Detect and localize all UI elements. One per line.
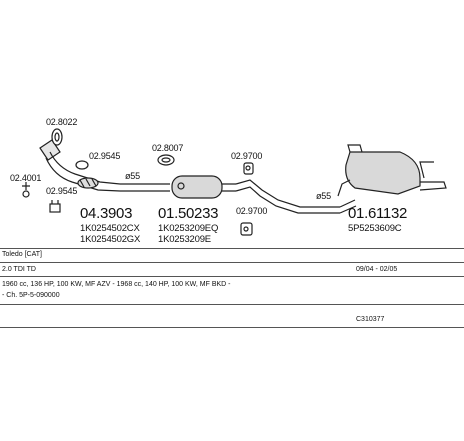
vehicle-model: Toledo [CAT] bbox=[2, 251, 42, 258]
ref-029545-bottom: 02.9545 bbox=[46, 186, 78, 196]
intermediate-pipe bbox=[235, 179, 357, 214]
middle-silencer bbox=[150, 175, 236, 199]
engine-spec: 1960 cc, 136 HP, 100 KW, MF AZV - 1968 c… bbox=[2, 281, 231, 288]
rear-silencer bbox=[337, 144, 447, 197]
chassis-number: - Ch. 5P-5-090000 bbox=[2, 292, 60, 299]
ref-028022: 02.8022 bbox=[46, 117, 78, 127]
catalogue-code: C310377 bbox=[356, 316, 385, 323]
ref-029700-top: 02.9700 bbox=[231, 151, 263, 161]
front-pipe-catalyst bbox=[39, 139, 150, 192]
date-range: 09/04 - 02/05 bbox=[356, 266, 398, 273]
info-row-divider-top bbox=[0, 248, 464, 249]
ref-024001: 02.4001 bbox=[10, 173, 42, 183]
exhaust-drawing bbox=[22, 128, 447, 236]
ref-028007: 02.8007 bbox=[152, 143, 184, 153]
oem-number-middle-silencer-1: 1K0253209EQ bbox=[158, 223, 219, 234]
clamp-028007 bbox=[157, 154, 175, 166]
oem-number-front-pipe-1: 1K0254502CX bbox=[80, 223, 140, 234]
part-number-front-pipe: 04.3903 bbox=[80, 205, 133, 222]
hanger-029700-bottom bbox=[240, 222, 253, 236]
oem-number-middle-silencer-2: 1K0253209E bbox=[158, 234, 211, 245]
info-row-divider-1 bbox=[0, 262, 464, 263]
oem-number-front-pipe-2: 1K0254502GX bbox=[80, 234, 141, 245]
info-row-divider-bottom bbox=[0, 327, 464, 328]
info-row-divider-3 bbox=[0, 304, 464, 305]
ref-029545-top: 02.9545 bbox=[89, 151, 121, 161]
part-number-middle-silencer: 01.50233 bbox=[158, 205, 219, 222]
bolt-029545 bbox=[49, 200, 61, 213]
gasket-028022 bbox=[51, 128, 63, 146]
part-number-rear-silencer: 01.61132 bbox=[348, 205, 408, 222]
pipe-diameter-front: ø55 bbox=[125, 171, 140, 181]
ref-029700-bottom: 02.9700 bbox=[236, 206, 268, 216]
hanger-029700-top bbox=[243, 162, 254, 175]
oem-number-rear-silencer: 5P5253609C bbox=[348, 223, 402, 234]
engine-label: 2.0 TDI TD bbox=[2, 266, 36, 273]
exhaust-system-diagram: 02.8022 02.9545 02.4001 02.9545 02.8007 … bbox=[10, 117, 447, 245]
bolt-024001 bbox=[22, 182, 30, 198]
info-row-divider-2 bbox=[0, 276, 464, 277]
clamp-029545 bbox=[75, 160, 89, 170]
pipe-diameter-rear: ø55 bbox=[316, 191, 331, 201]
